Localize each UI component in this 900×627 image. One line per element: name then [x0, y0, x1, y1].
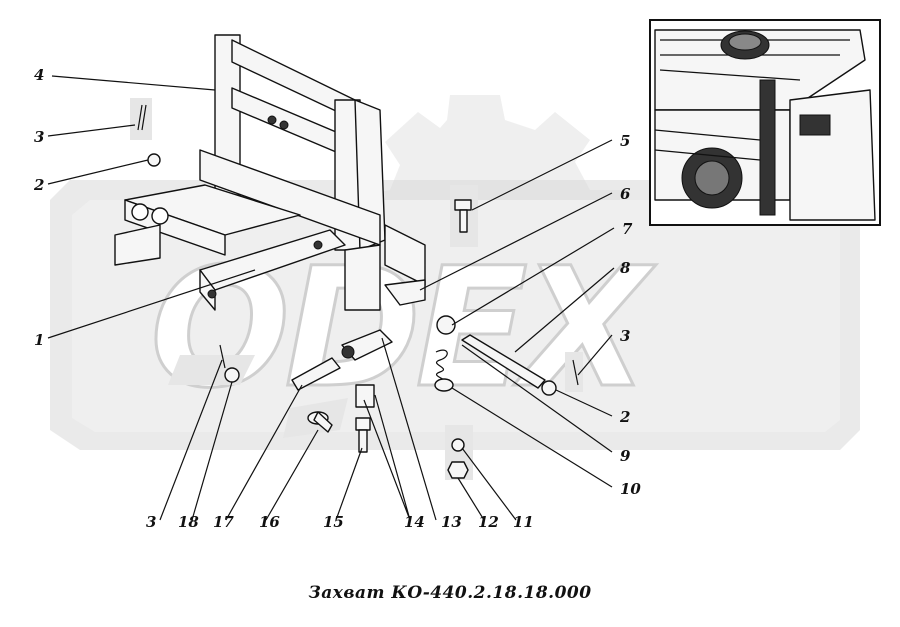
nuts-14 [355, 384, 375, 408]
cotter-pin-3-top [130, 98, 152, 140]
callout-labels: 4 3 2 1 5 6 7 8 3 2 9 10 3 18 17 16 15 1… [33, 66, 641, 531]
callout-2-top: 2 [33, 176, 44, 194]
callout-3-bottom: 3 [146, 513, 156, 531]
cotter-pin-3-right [565, 352, 583, 392]
callout-9: 9 [620, 447, 631, 465]
callout-3-top: 3 [34, 128, 44, 146]
callout-8: 8 [620, 259, 631, 277]
bolt-5 [450, 185, 478, 247]
callout-12: 12 [478, 513, 499, 531]
rocker-13 [341, 329, 393, 361]
washer-2-right [541, 380, 557, 396]
callout-6: 6 [620, 185, 631, 203]
washer-10 [434, 378, 454, 392]
callout-18: 18 [178, 513, 199, 531]
callout-13: 13 [441, 513, 462, 531]
bracket-6 [384, 279, 426, 306]
diagram-caption: Захват КО-440.2.18.18.000 [308, 583, 592, 603]
bushing-7 [436, 315, 456, 335]
spring-9 [435, 349, 448, 383]
callout-16: 16 [259, 513, 280, 531]
axle-8 [461, 334, 546, 389]
callout-3-right: 3 [620, 327, 630, 345]
link-17 [291, 357, 341, 391]
pin-18 [168, 344, 255, 385]
callout-15: 15 [323, 513, 344, 531]
callout-14: 14 [404, 513, 425, 531]
callout-5: 5 [620, 132, 630, 150]
leader-lines [47, 75, 615, 521]
callout-17: 17 [213, 513, 234, 531]
callout-10: 10 [620, 480, 641, 498]
callout-4: 4 [34, 66, 44, 84]
bolt-15 [355, 417, 371, 453]
pin-16 [283, 398, 348, 438]
callout-11: 11 [513, 513, 534, 531]
gripper-frame [114, 34, 426, 311]
callout-1: 1 [34, 331, 44, 349]
washer-2-top [147, 153, 161, 167]
callout-7: 7 [622, 220, 633, 238]
nut-washer-11-12 [445, 425, 473, 480]
inset-truck-view [649, 19, 881, 226]
callout-2-right: 2 [619, 408, 630, 426]
